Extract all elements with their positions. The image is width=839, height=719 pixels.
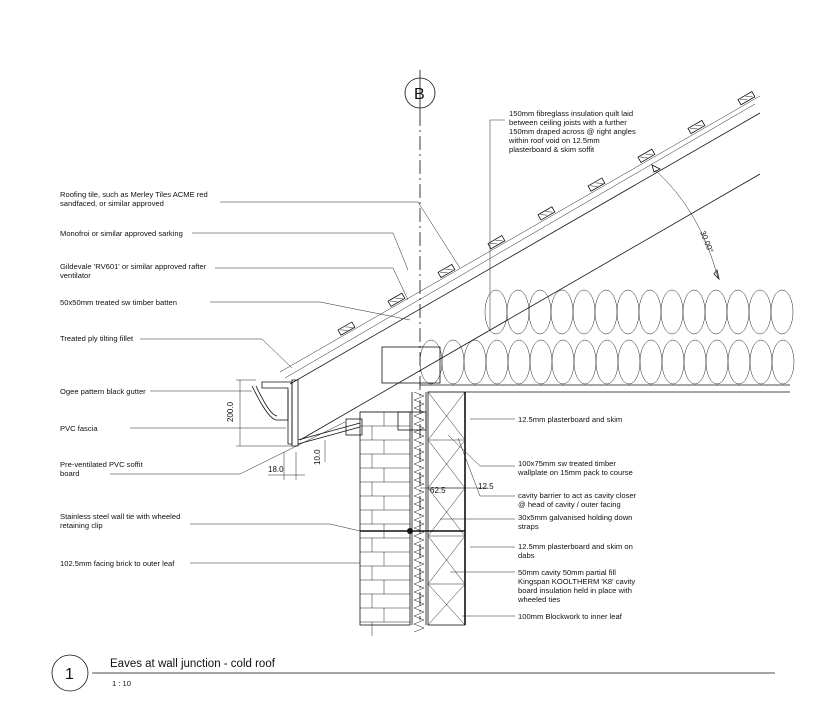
callout-fibreglass-quilt: 150mm fibreglass insulation quilt laid b… <box>508 109 638 154</box>
insulation-loop <box>484 289 508 335</box>
roof-tiles <box>337 91 756 336</box>
insulation-loop <box>485 339 509 385</box>
dim-cavity-b: 12.5 <box>478 482 494 491</box>
callout-blockwork: 100mm Blockwork to inner leaf <box>518 612 623 621</box>
insulation-loop <box>727 339 751 385</box>
insulation-loop <box>770 289 794 335</box>
insulation-loop <box>748 289 772 335</box>
insulation-loop <box>616 289 640 335</box>
tile <box>537 206 556 221</box>
dim-fascia-offset: 18.0 <box>268 465 284 474</box>
dim-cavity-a: 62.5 <box>430 486 446 495</box>
tile <box>437 263 456 279</box>
callout-cavity-barrier: cavity barrier to act as cavity closer@ … <box>518 491 637 509</box>
tile <box>687 119 706 135</box>
tile <box>587 177 606 192</box>
insulation-loop <box>507 339 531 385</box>
cavity-insulation <box>397 391 427 633</box>
tile <box>337 321 356 336</box>
tile <box>487 235 506 250</box>
callout-gutter: Ogee pattern black gutter <box>60 387 146 396</box>
insulation-loop <box>573 339 597 385</box>
insulation-loop <box>705 339 729 385</box>
facing-brick-outer-leaf <box>359 411 411 636</box>
callout-fascia: PVC fascia <box>60 424 98 433</box>
section-marker: B <box>404 70 436 620</box>
callout-facing-brick: 102.5mm facing brick to outer leaf <box>60 559 175 568</box>
detail-scale: 1 : 10 <box>112 679 131 688</box>
detail-number: 1 <box>65 666 74 683</box>
insulation-loop <box>660 289 684 335</box>
insulation-loop <box>551 339 575 385</box>
insulation-loop <box>704 289 728 335</box>
insulation-loop <box>771 339 795 385</box>
dim-soffit-gap: 10.0 <box>313 449 322 465</box>
right-callouts: 150mm fibreglass insulation quilt laid b… <box>508 109 638 621</box>
insulation-loop <box>529 339 553 385</box>
insulation-loop <box>749 339 773 385</box>
insulation-loop <box>638 289 662 335</box>
roof-slope <box>279 91 761 441</box>
callout-sarking: Monofroi or similar approved sarking <box>60 229 183 238</box>
insulation-loop <box>639 339 663 385</box>
insulation-loop <box>617 339 641 385</box>
insulation-loop <box>528 289 552 335</box>
blockwork-inner-leaf <box>427 391 466 626</box>
wallplate-block <box>381 346 441 384</box>
dim-gutter-height: 200.0 <box>226 401 235 422</box>
title-block: 1 Eaves at wall junction - cold roof 1 :… <box>51 654 775 692</box>
insulation-loop <box>594 289 618 335</box>
tile <box>637 148 656 163</box>
insulation-loop <box>441 339 465 385</box>
soffit-ventilator <box>345 418 363 436</box>
left-callouts: Roofing tile, such as Merley Tiles ACME … <box>60 190 208 568</box>
callout-plasterboard-ceiling: 12.5mm plasterboard and skim <box>518 415 622 424</box>
insulation-loop <box>550 289 574 335</box>
insulation-loop <box>682 289 706 335</box>
roof-angle-label: 30.00° <box>698 229 715 254</box>
callout-timber-batten: 50x50mm treated sw timber batten <box>60 298 177 307</box>
gutter-fascia <box>251 379 363 447</box>
insulation-loop <box>595 339 619 385</box>
callout-roofing-tile: Roofing tile, such as Merley Tiles ACME … <box>60 190 208 208</box>
tile <box>387 292 406 307</box>
dimensions: 200.0 18.0 10.0 62.5 12.5 <box>226 379 494 495</box>
insulation-loop <box>683 339 707 385</box>
callout-rafter-ventilator: Gildevale 'RV601' or similar approved ra… <box>60 262 207 280</box>
tile <box>737 91 756 106</box>
fibreglass-insulation <box>419 289 795 385</box>
section-marker-letter: B <box>414 86 425 103</box>
cavity-barrier <box>397 411 427 431</box>
detail-number-circle <box>51 654 89 692</box>
callout-cavity-insulation: 50mm cavity 50mm partial fill Kingspan K… <box>517 568 637 604</box>
insulation-loop <box>572 289 596 335</box>
insulation-loop <box>726 289 750 335</box>
insulation-loop <box>463 339 487 385</box>
insulation-loop <box>661 339 685 385</box>
detail-title: Eaves at wall junction - cold roof <box>110 658 276 670</box>
angle-indicator: 30.00° <box>651 164 720 281</box>
leader-lines <box>110 119 515 617</box>
callout-tilting-fillet: Treated ply tilting fillet <box>60 334 134 343</box>
insulation-loop <box>506 289 530 335</box>
